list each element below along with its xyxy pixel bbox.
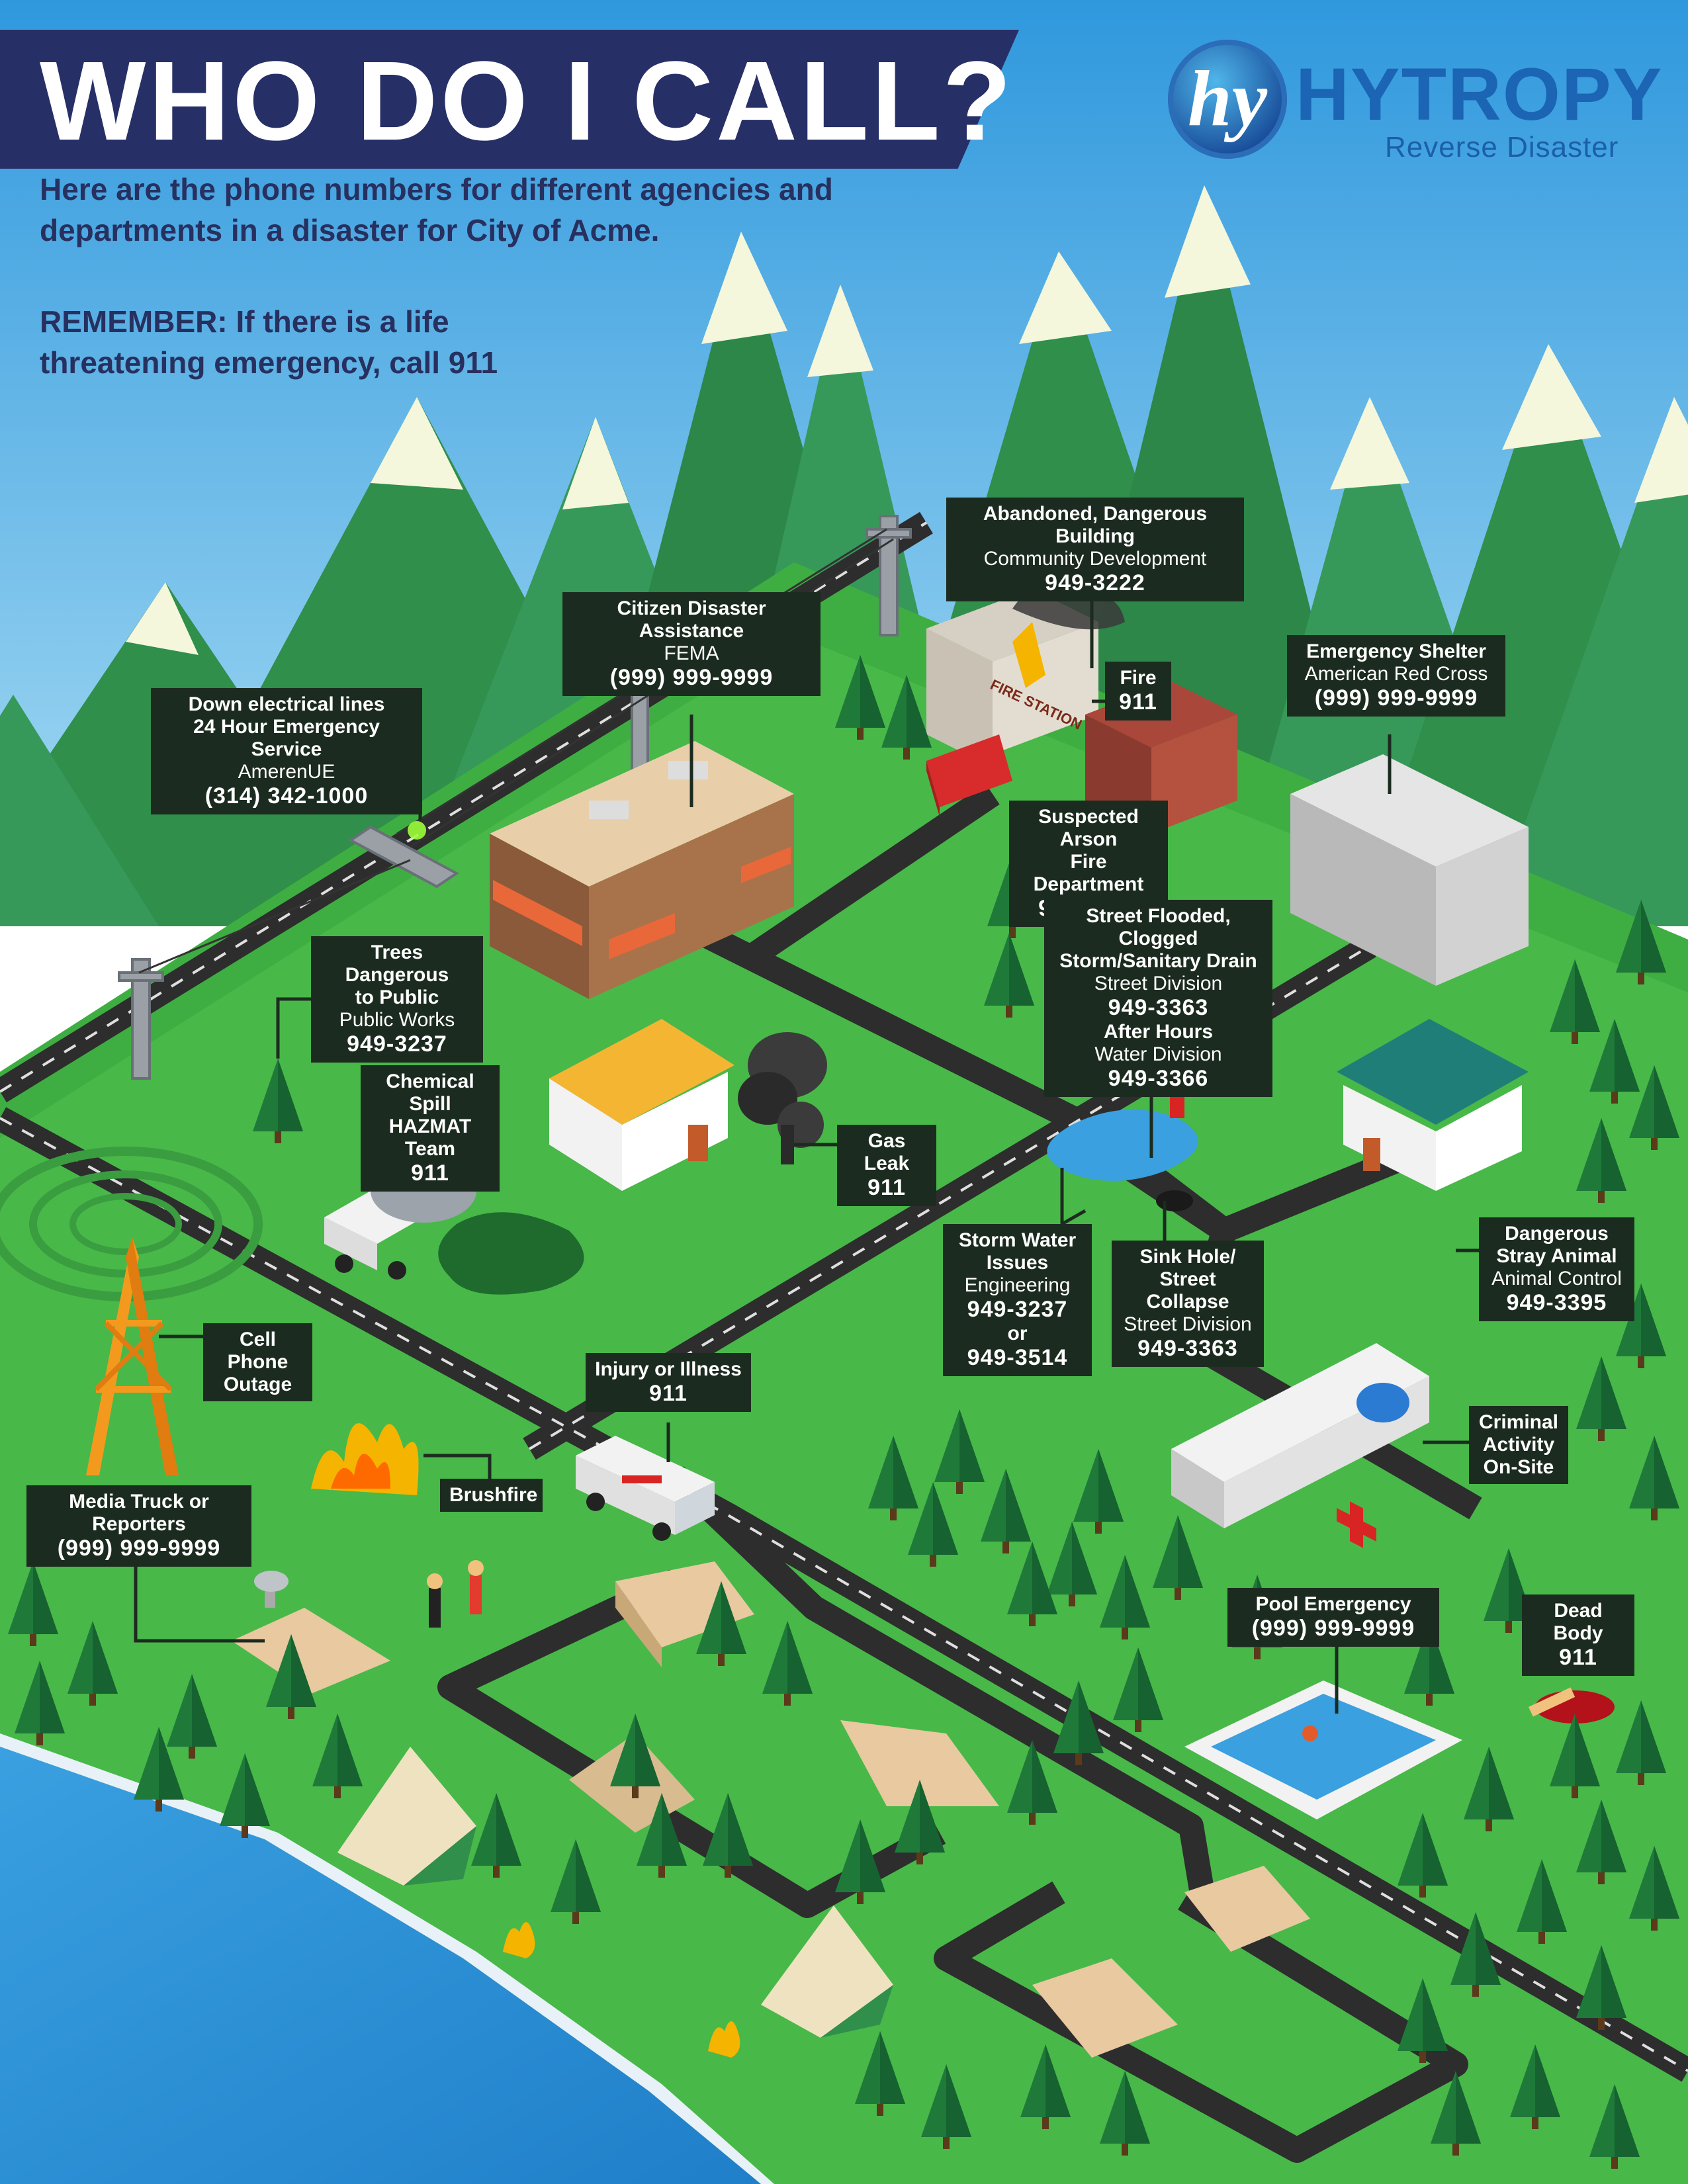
label-chemical-spill: Chemical Spill HAZMAT Team 911	[361, 1065, 500, 1192]
label-sink-hole: Sink Hole/ Street Collapse Street Divisi…	[1112, 1241, 1264, 1367]
label-down-electrical-lines: Down electrical lines 24 Hour Emergency …	[151, 688, 422, 814]
intro-text: Here are the phone numbers for different…	[40, 172, 833, 247]
gas-leak-smoke	[738, 1032, 827, 1164]
warehouse	[1171, 1343, 1429, 1528]
lake	[0, 1747, 761, 2184]
cell-tower	[0, 1147, 263, 1475]
label-injury-illness: Injury or Illness 911	[586, 1353, 751, 1412]
hytropy-logo-icon: hy	[1168, 40, 1287, 159]
label-brushfire: Brushfire	[440, 1479, 543, 1512]
swimming-pool	[1184, 1681, 1462, 1819]
label-dead-body: Dead Body 911	[1522, 1594, 1634, 1676]
label-gas-leak: Gas Leak 911	[837, 1125, 936, 1206]
ambulance	[576, 1436, 715, 1541]
remember-note: REMEMBER: If there is a life threatening…	[40, 304, 498, 380]
brushfire-flames	[311, 1423, 419, 1495]
reporters	[427, 1560, 484, 1628]
title-band	[0, 30, 1019, 169]
label-cell-phone-outage: Cell Phone Outage	[203, 1323, 312, 1401]
label-street-flooded: Street Flooded, Clogged Storm/Sanitary D…	[1044, 900, 1272, 1097]
logo-tagline: Reverse Disaster	[1385, 131, 1619, 163]
label-criminal-activity: Criminal Activity On-Site	[1469, 1406, 1568, 1484]
label-citizen-disaster-assistance: Citizen Disaster Assistance FEMA (999) 9…	[562, 592, 821, 696]
dead-body	[1529, 1687, 1615, 1724]
logo-name: HYTROPY	[1296, 53, 1664, 136]
label-trees-dangerous: Trees Dangerous to Public Public Works 9…	[311, 936, 483, 1063]
label-emergency-shelter: Emergency Shelter American Red Cross (99…	[1287, 635, 1505, 717]
house-green-roof	[1337, 1019, 1529, 1191]
tents	[337, 1747, 893, 2058]
shelter-hospital	[1290, 754, 1529, 1548]
label-pool-emergency: Pool Emergency (999) 999-9999	[1227, 1588, 1439, 1647]
label-abandoned-building: Abandoned, Dangerous Building Community …	[946, 498, 1244, 601]
house-yellow-roof	[549, 1019, 734, 1191]
store-building	[490, 741, 794, 999]
label-media-truck: Media Truck or Reporters (999) 999-9999	[26, 1485, 251, 1567]
page-title: WHO DO I CALL?	[40, 38, 1014, 164]
label-storm-water: Storm Water Issues Engineering 949-3237 …	[943, 1224, 1092, 1376]
label-fire: Fire 911	[1105, 662, 1171, 721]
label-stray-animal: Dangerous Stray Animal Animal Control 94…	[1479, 1217, 1634, 1321]
